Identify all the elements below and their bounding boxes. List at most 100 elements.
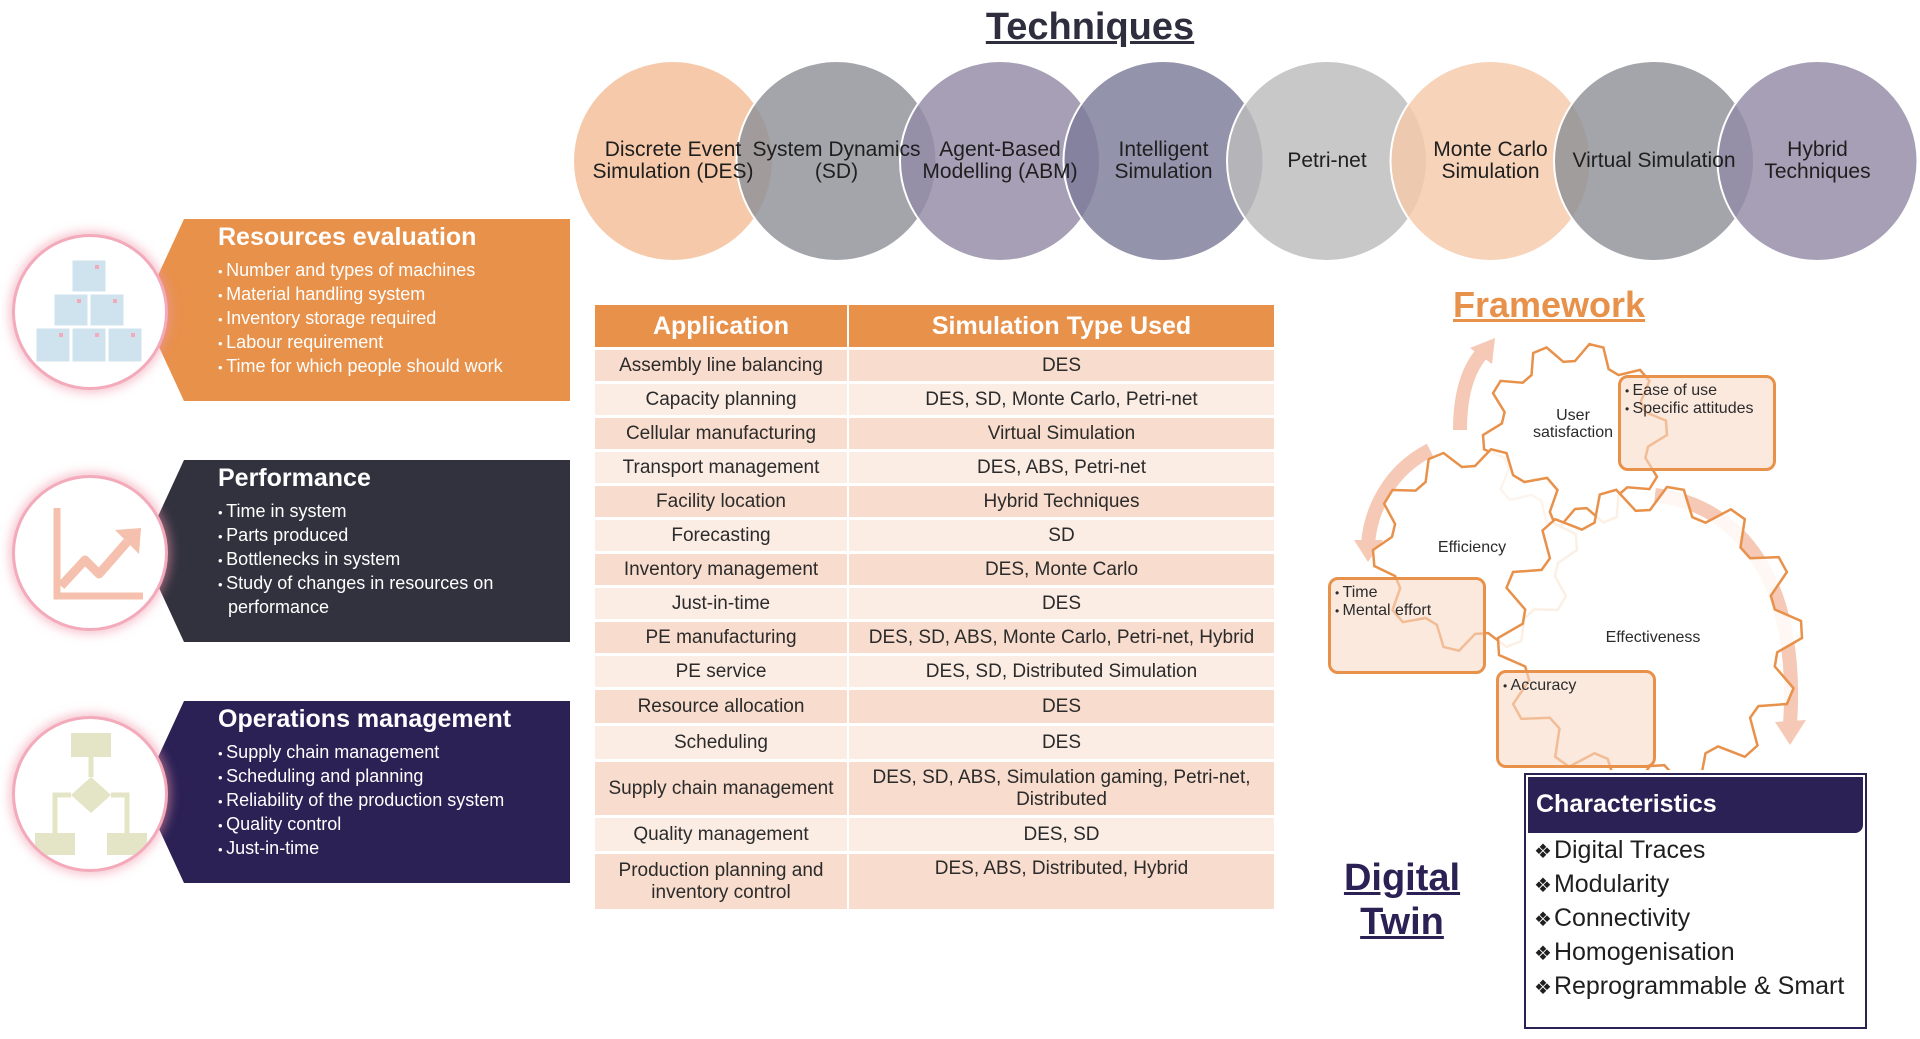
table-cell: DES, ABS, Distributed, Hybrid — [849, 854, 1274, 909]
list-item: Connectivity — [1534, 905, 1854, 934]
box-list: Accuracy — [1503, 677, 1653, 695]
table-cell: DES — [849, 726, 1274, 759]
table-cell: Supply chain management — [595, 762, 847, 815]
list-item: Accuracy — [1503, 677, 1653, 695]
techniques-circles — [572, 60, 1919, 262]
arrow-up-right — [1453, 345, 1491, 431]
panel-title: Resources evaluation — [218, 223, 477, 251]
applications-table: Application Simulation Type Used Assembl… — [593, 302, 1276, 912]
technique-label: Petri-net — [1287, 149, 1367, 172]
panel-performance: Performance Time in system Parts produce… — [142, 460, 570, 642]
table-cell: DES — [849, 588, 1274, 619]
panel-list: Supply chain management Scheduling and p… — [218, 741, 563, 861]
box-user-satisfaction: Ease of use Specific attitudes — [1618, 375, 1776, 471]
boxes-icon — [12, 234, 168, 390]
flowchart-icon — [12, 716, 168, 872]
column-header-simulation-type: Simulation Type Used — [849, 305, 1274, 347]
list-item: Reliability of the production system — [218, 789, 563, 813]
technique-label: Agent-Based Modelling (ABM) — [922, 138, 1078, 183]
table-cell: Forecasting — [595, 520, 847, 551]
list-item: Material handling system — [218, 283, 563, 307]
list-item: Homogenisation — [1534, 939, 1854, 968]
characteristics-list: Digital Traces Modularity Connectivity H… — [1534, 837, 1854, 1007]
technique-label: Intelligent Simulation — [1114, 138, 1213, 183]
digital-twin-label: Digital Twin — [1342, 856, 1462, 944]
panel-list: Time in system Parts produced Bottleneck… — [218, 500, 563, 619]
list-item: Quality control — [218, 813, 563, 837]
panel-operations-management: Operations management Supply chain manag… — [142, 701, 570, 883]
table-cell: DES, SD, Distributed Simulation — [849, 656, 1274, 687]
digital-twin-line2: Twin — [1360, 901, 1444, 943]
list-item: Specific attitudes — [1625, 400, 1773, 418]
box-efficiency: Time Mental effort — [1328, 577, 1486, 674]
list-item: Time in system — [218, 500, 563, 524]
list-item: Just-in-time — [218, 837, 563, 861]
box-list: Time Mental effort — [1335, 584, 1483, 620]
technique-label: Monte Carlo Simulation — [1433, 138, 1548, 183]
gear-label-user-satisfaction: User satisfaction — [1532, 407, 1614, 441]
framework-title: Framework — [1453, 284, 1646, 325]
list-item: Number and types of machines — [218, 259, 563, 283]
panel-title: Performance — [218, 464, 371, 492]
list-item: Parts produced — [218, 524, 563, 548]
table-cell: Hybrid Techniques — [849, 486, 1274, 517]
list-item: Study of changes in resources on perform… — [218, 572, 563, 619]
table-cell: Transport management — [595, 452, 847, 483]
technique-label: Virtual Simulation — [1572, 149, 1736, 172]
table-header-row: Application Simulation Type Used — [595, 305, 1274, 347]
table-cell: Resource allocation — [595, 690, 847, 723]
list-item: Ease of use — [1625, 382, 1773, 400]
table-cell: Production planning and inventory contro… — [595, 854, 847, 909]
table-cell: DES, ABS, Petri-net — [849, 452, 1274, 483]
panel-title: Operations management — [218, 705, 512, 733]
list-item: Labour requirement — [218, 331, 563, 355]
characteristics-title: Characteristics — [1536, 790, 1717, 818]
arrow-left — [1361, 443, 1434, 546]
table-cell: DES, SD — [849, 818, 1274, 851]
list-item: Reprogrammable & Smart — [1534, 973, 1854, 1002]
list-item: Scheduling and planning — [218, 765, 563, 789]
table-cell: Just-in-time — [595, 588, 847, 619]
table-cell: DES — [849, 690, 1274, 723]
list-item: Digital Traces — [1534, 837, 1854, 866]
table-cell: Assembly line balancing — [595, 350, 847, 381]
table-cell: PE manufacturing — [595, 622, 847, 653]
list-item: Inventory storage required — [218, 307, 563, 331]
table-cell: Quality management — [595, 818, 847, 851]
technique-label: System Dynamics (SD) — [752, 138, 921, 183]
arrowhead — [1775, 720, 1806, 745]
table-cell: DES, Monte Carlo — [849, 554, 1274, 585]
table-cell: Virtual Simulation — [849, 418, 1274, 449]
characteristics-header: Characteristics — [1528, 777, 1863, 833]
list-item: Bottlenecks in system — [218, 548, 563, 572]
list-item: Mental effort — [1335, 602, 1483, 620]
list-item: Modularity — [1534, 871, 1854, 900]
table-cell: DES, SD, ABS, Monte Carlo, Petri-net, Hy… — [849, 622, 1274, 653]
table-cell: Facility location — [595, 486, 847, 517]
table-row: Production planning and inventory contro… — [595, 854, 1274, 909]
table-cell: PE service — [595, 656, 847, 687]
panel-resources-evaluation: Resources evaluation Number and types of… — [142, 219, 570, 401]
table-cell: SD — [849, 520, 1274, 551]
arrowhead — [1354, 540, 1383, 562]
table-cell: Capacity planning — [595, 384, 847, 415]
table-cell: DES, SD, ABS, Simulation gaming, Petri-n… — [849, 762, 1274, 815]
technique-label: Hybrid Techniques — [1764, 138, 1871, 183]
box-list: Ease of use Specific attitudes — [1625, 382, 1773, 418]
techniques-title: Techniques — [985, 6, 1195, 48]
box-effectiveness: Accuracy — [1496, 670, 1656, 768]
growth-chart-icon — [12, 475, 168, 631]
table-cell: Scheduling — [595, 726, 847, 759]
